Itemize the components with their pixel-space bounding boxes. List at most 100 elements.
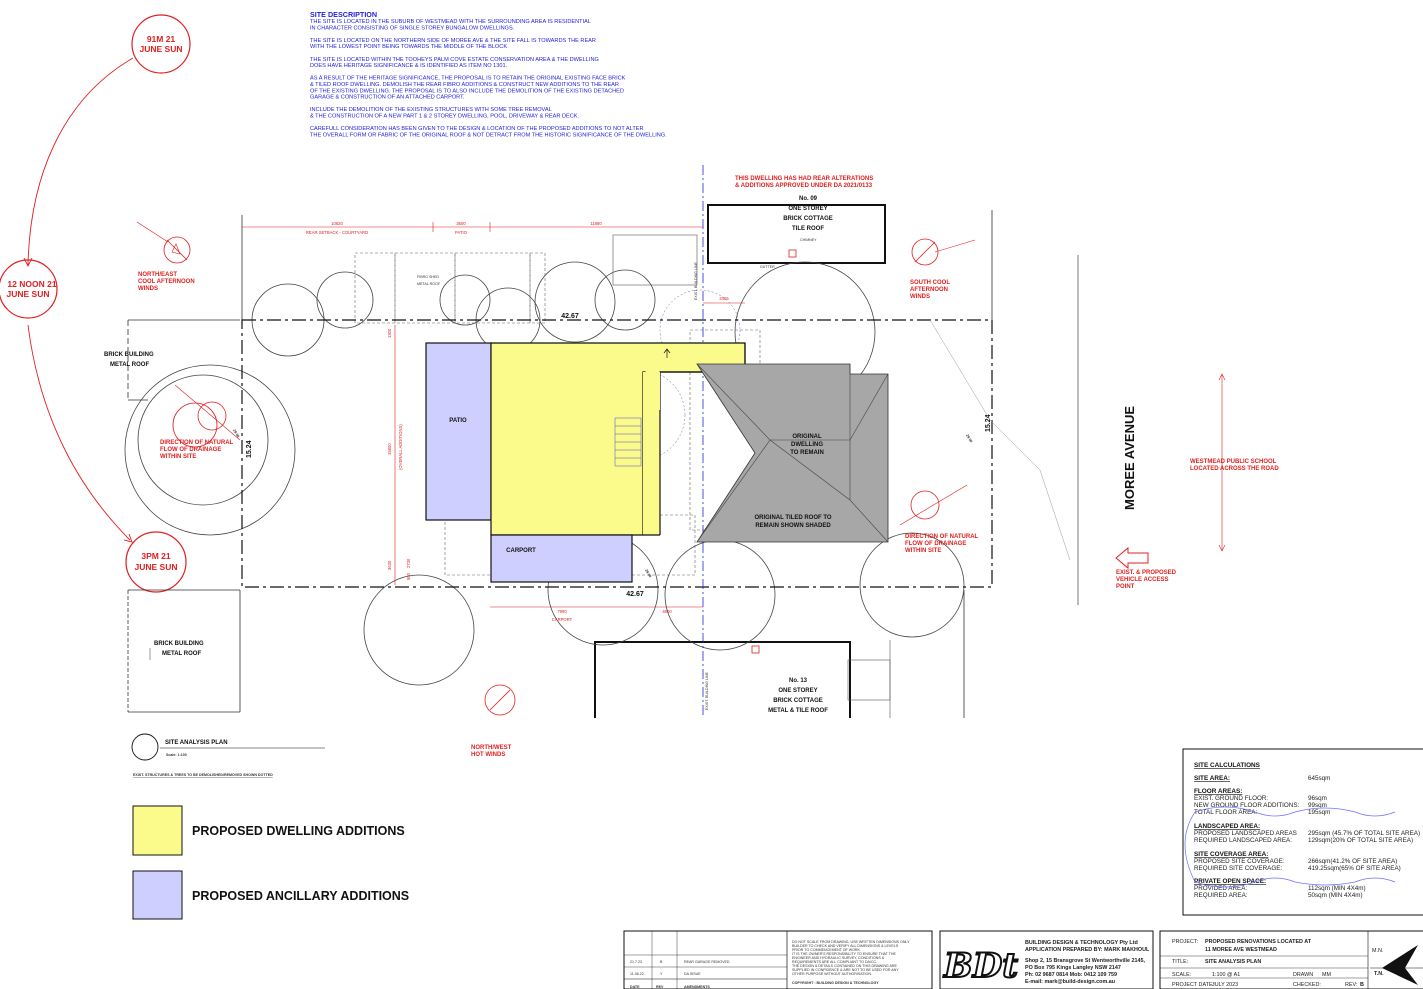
amendment-date: 21.7.23: [630, 960, 642, 964]
proposed-dwelling[interactable]: [490, 342, 746, 536]
tb-label: TITLE:: [1172, 959, 1188, 965]
tb-scale: 1:100 @ A1: [1212, 972, 1240, 978]
sun-arc-afternoon: [27, 324, 131, 541]
legend-swatch-ancillary: [132, 870, 183, 920]
calc-value: 645sqm: [1308, 775, 1330, 782]
dimension-label: 7990: [557, 609, 567, 614]
demolish-note: EXIST. STRUCTURES & TREES TO BE DEMOLISH…: [133, 773, 273, 777]
drawing-note: DO NOT SCALE FROM DRAWING, USE WRITTEN D…: [792, 940, 910, 944]
wind-label: NORTH/EAST: [138, 272, 177, 278]
drainage-label: DIRECTION OF NATURAL: [905, 534, 979, 540]
wind-label: WINDS: [910, 294, 930, 300]
amendment-rev: B: [660, 960, 663, 964]
school-label: WESTMEAD PUBLIC SCHOOL: [1190, 459, 1277, 465]
dimension-label: PATIO: [455, 230, 468, 235]
north-label: M.N.: [1372, 948, 1383, 954]
calc-heading: FLOOR AREAS:: [1194, 788, 1242, 795]
sun-arc-morning: [27, 57, 134, 266]
wind-label: COOL AFTERNOON: [138, 279, 195, 285]
original-roof: ORIGINAL DWELLING TO REMAIN ORIGINAL TIL…: [696, 363, 889, 543]
neighbour-no09: No. 09 ONE STOREY BRICK COTTAGE TILE ROO…: [612, 196, 886, 286]
drawing-note: BUILDER TO CHECK AND VERIFY ALL DIMENSIO…: [792, 944, 899, 948]
site-calculations: SITE CALCULATIONS SITE AREA: 645sqm FLOO…: [1182, 748, 1423, 916]
dimension-label: 10620: [331, 221, 343, 226]
sun-9am-circle: [131, 14, 191, 74]
proposed-patio[interactable]: PATIO: [425, 342, 492, 521]
tb-label: REV:: [1345, 982, 1357, 988]
sun-noon-circle: [0, 259, 58, 319]
amendment-desc: REAR GARAGE REMOVED: [684, 960, 730, 964]
sun-3pm-label: 3PM 21: [141, 551, 171, 561]
sun-noon-label: JUNE SUN: [7, 289, 50, 299]
dimension-label: REAR SETBACK - COURTYARD: [306, 230, 368, 235]
tb-project: PROPOSED RENOVATIONS LOCATED AT: [1205, 939, 1312, 945]
site-boundary: [241, 319, 993, 588]
site-description: SITE DESCRIPTION THE SITE IS LOCATED IN …: [310, 10, 667, 138]
sun-3pm-label: JUNE SUN: [135, 562, 178, 572]
dimension-label: 2465: [719, 296, 729, 301]
desc-line: GARAGE & CONSTRUCTION OF AN ATTACHED CAR…: [310, 95, 465, 101]
neighbour-label: ONE STOREY: [778, 688, 817, 694]
tb-drawn: MM: [1322, 972, 1331, 978]
desc-line: & TILED ROOF DWELLING. DEMOLISH THE REAR…: [310, 82, 619, 88]
brick-building-left: BRICK BUILDING METAL ROOF BRICK BUILDING…: [104, 352, 204, 660]
calc-label: TOTAL FLOOR AREA:: [1194, 809, 1257, 816]
plan-scale: Scale: 1:100: [166, 753, 187, 757]
brick-building-label: BRICK BUILDING: [104, 352, 154, 358]
wind-label: AFTERNOON: [910, 287, 948, 293]
project-titleblock: PROJECT: PROPOSED RENOVATIONS LOCATED AT…: [1159, 930, 1423, 989]
tb-label: PROJECT:: [1172, 939, 1198, 945]
calc-heading: SITE CALCULATIONS: [1194, 762, 1261, 769]
carport-label: CARPORT: [506, 548, 536, 554]
wind-icon: [136, 221, 191, 264]
dimension-label: 4600: [662, 609, 672, 614]
calc-value: 96sqm: [1308, 795, 1327, 802]
calc-value: 99sqm: [1308, 802, 1327, 809]
proposed-carport[interactable]: CARPORT: [490, 534, 633, 583]
calc-value: 50sqm (MIN 4X4m): [1308, 892, 1363, 899]
calc-label: REQUIRED AREA:: [1194, 892, 1248, 899]
sun-3pm-circle: [125, 531, 187, 593]
drainage-label: FLOW OF DRAINAGE: [905, 541, 966, 547]
north-label: T.N.: [1374, 971, 1384, 977]
drawing-note: ENGINEER AND HYDRAULIC SURVEY, CONDITION…: [792, 956, 885, 960]
site-description-heading: SITE DESCRIPTION: [310, 10, 377, 19]
desc-line: THE SITE IS LOCATED WITHIN THE TOOHEYS P…: [310, 57, 599, 63]
roof-note: REMAIN SHOWN SHADED: [755, 523, 831, 529]
road-name: MOREE AVENUE: [1122, 406, 1137, 510]
calc-label: NEW GROUND FLOOR ADDITIONS:: [1194, 802, 1300, 809]
calc-label: EXIST. GROUND FLOOR:: [1194, 795, 1268, 802]
building-line-label: EXIST. BUILDING LINE: [694, 261, 698, 300]
access-label: POINT: [1116, 584, 1135, 590]
dimension-label: 15800: [387, 443, 392, 455]
dimension-label: 3630: [387, 560, 392, 570]
drainage-left: DIRECTION OF NATURAL FLOW OF DRAINAGE WI…: [160, 384, 241, 460]
desc-line: WITH THE LOWEST POINT BEING TOWARDS THE …: [310, 44, 507, 50]
legend: PROPOSED DWELLING ADDITIONS PROPOSED ANC…: [132, 805, 409, 920]
chimney-label: CHIMNEY: [800, 238, 817, 242]
drainage-right: DIRECTION OF NATURAL FLOW OF DRAINAGE WI…: [899, 484, 979, 554]
calc-label: PROVIDED AREA:: [1194, 885, 1247, 892]
wind-icon: [911, 238, 976, 266]
chimney-icon: [751, 645, 760, 654]
roof-note: ORIGINAL TILED ROOF TO: [754, 515, 831, 521]
legend-label-dwelling: PROPOSED DWELLING ADDITIONS: [192, 824, 405, 838]
dimension-label: 1300: [387, 328, 392, 338]
sun-path: 91M 21 JUNE SUN 12 NOON 21 JUNE SUN 3PM …: [0, 14, 191, 593]
amendment-header: DATE: [630, 985, 640, 989]
original-dwelling-label: ORIGINAL: [792, 434, 822, 440]
company-name: BUILDING DESIGN & TECHNOLOGY Pty Ltd: [1025, 940, 1138, 946]
shed-label: FIBRO SHED: [417, 275, 439, 279]
drawing-note: SUPPLIED IN CONFIDENCE & ARE NOT TO BE U…: [792, 968, 899, 972]
tb-label: PROJECT DATE:: [1172, 982, 1214, 988]
neighbour-label: No. 13: [789, 678, 808, 684]
desc-line: IN CHARACTER CONSISTING OF SINGLE STOREY…: [310, 25, 515, 31]
drawing-note: THE DESIGN & DETAILS CONTAINED ON THIS D…: [792, 964, 897, 968]
plan-title-text: SITE ANALYSIS PLAN: [165, 740, 228, 746]
school-note: WESTMEAD PUBLIC SCHOOL LOCATED ACROSS TH…: [1190, 373, 1279, 552]
access-label: VEHICLE ACCESS: [1116, 577, 1168, 583]
plan-title: SITE ANALYSIS PLAN Scale: 1:100 EXIST. S…: [131, 733, 325, 777]
school-label: LOCATED ACROSS THE ROAD: [1190, 466, 1279, 472]
desc-line: OF THE EXISTING DWELLING. THE PROPOSAL I…: [310, 88, 624, 94]
wind-label: WINDS: [138, 286, 158, 292]
